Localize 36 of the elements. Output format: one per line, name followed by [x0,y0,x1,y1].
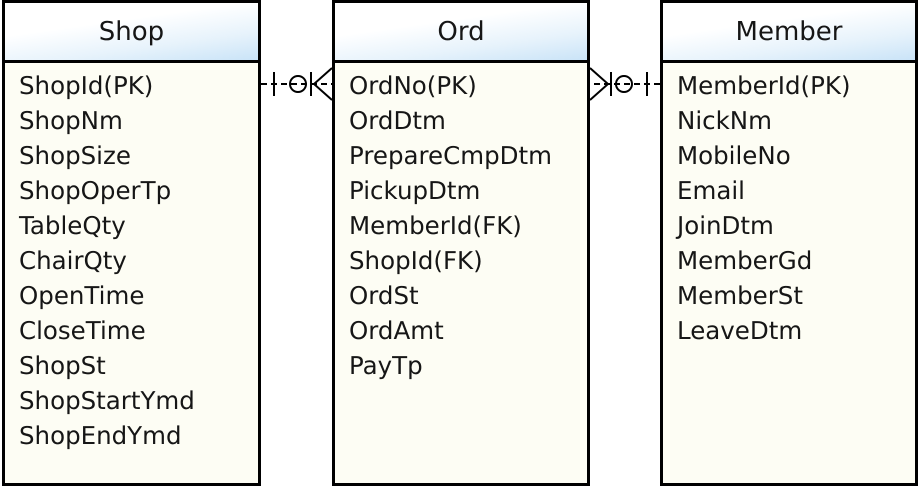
attribute-name: OrdSt [349,280,419,312]
attribute-name: JoinDtm [677,210,774,242]
attribute-name: MemberId(FK) [349,210,522,242]
entity-table [332,0,590,486]
attribute-name: ShopOperTp [19,175,172,207]
relationship-line [589,67,660,101]
entity-name: Member [663,3,915,63]
attribute-name: ShopId(PK) [19,70,154,102]
entity-name: Shop [5,3,258,63]
attribute-name: ShopStartYmd [19,385,195,417]
attribute-name: ChairQty [19,245,127,277]
attribute-name: OpenTime [19,280,144,312]
attribute-name: OrdDtm [349,105,446,137]
attribute-name: OrdNo(PK) [349,70,477,102]
entity-table [2,0,261,486]
attribute-name: LeaveDtm [677,315,802,347]
attribute-name: MemberSt [677,280,803,312]
attribute-name: MobileNo [677,140,791,172]
attribute-name: ShopId(FK) [349,245,483,277]
attribute-name: MemberGd [677,245,812,277]
attribute-name: NickNm [677,105,772,137]
entity-table [660,0,918,486]
attribute-name: OrdAmt [349,315,444,347]
attribute-name: ShopNm [19,105,123,137]
attribute-name: CloseTime [19,315,146,347]
entity-name: Ord [335,3,587,63]
attribute-name: PickupDtm [349,175,480,207]
attribute-name: TableQty [19,210,126,242]
attribute-name: PayTp [349,350,423,382]
attribute-name: ShopSt [19,350,106,382]
attribute-name: MemberId(PK) [677,70,851,102]
attribute-name: ShopSize [19,140,131,172]
attribute-name: ShopEndYmd [19,420,182,452]
relationship-line [261,67,333,101]
attribute-name: Email [677,175,745,207]
attribute-name: PrepareCmpDtm [349,140,552,172]
